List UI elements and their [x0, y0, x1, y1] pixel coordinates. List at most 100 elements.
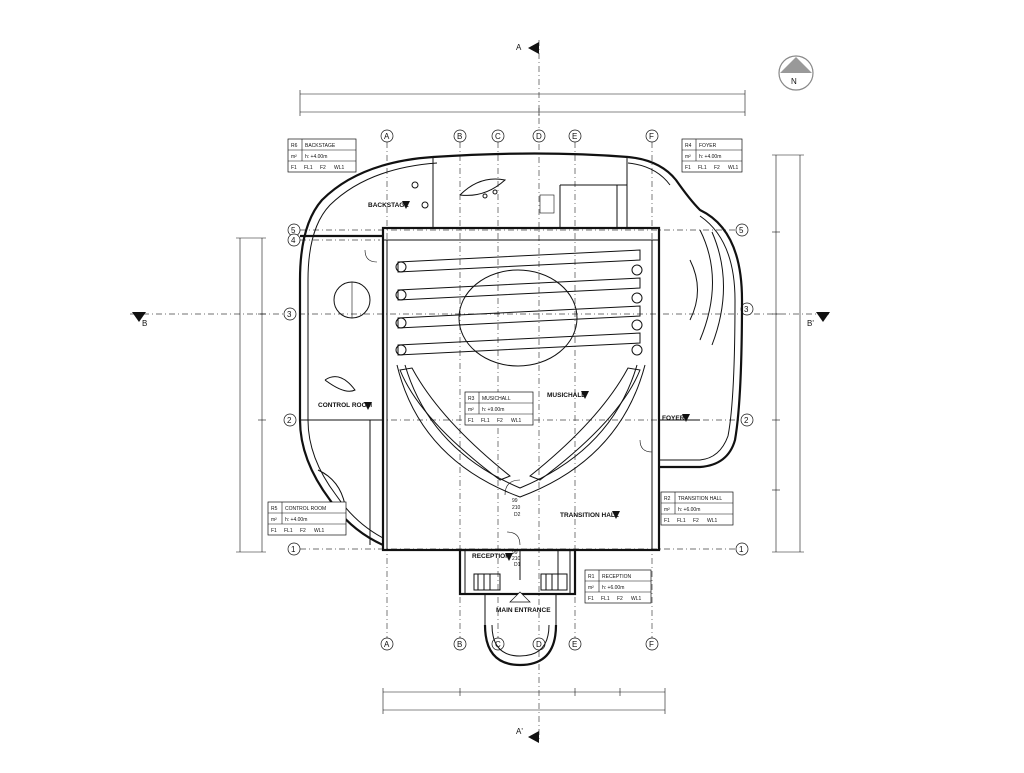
room-tag-reception: R1 RECEPTION m² h: +6.00m F1 FL1 F2 WL1	[584, 569, 652, 604]
finish-code: F2	[300, 528, 306, 534]
dimension-lines-right	[772, 154, 804, 553]
musichall-stage	[396, 269, 646, 498]
room-tag-foyer: R4 FOYER m² h: +4.00m F1 FL1 F2 WL1	[681, 138, 743, 173]
plan-label-musichall: MUSICHALL	[547, 392, 585, 399]
grid-row-5-left: 5	[291, 226, 296, 235]
plan-label-backstage: BACKSTAGE	[368, 202, 409, 209]
finish-code: WL1	[334, 165, 345, 171]
room-height: h: +6.00m	[678, 507, 700, 513]
grid-col-b-bottom: B	[457, 640, 462, 649]
grid-col-b-top: B	[457, 132, 462, 141]
room-code: R2	[664, 496, 671, 502]
finish-code: F2	[497, 418, 503, 424]
room-name: TRANSITION HALL	[678, 496, 722, 502]
door-tag-id: D1	[514, 562, 521, 568]
room-height: h: +6.00m	[602, 585, 624, 591]
room-height: h: +4.00m	[699, 154, 721, 160]
dimension-lines-bottom	[382, 688, 666, 714]
grid-bubbles-top: A B C D E F	[380, 129, 659, 143]
plan-label-control-room: CONTROL ROOM	[318, 402, 372, 409]
foyer-seating	[689, 229, 724, 346]
finish-code: F1	[685, 165, 691, 171]
grid-row-2-left: 2	[287, 416, 292, 425]
room-name: FOYER	[699, 143, 717, 149]
grid-col-f-bottom: F	[649, 640, 654, 649]
grid-col-e-top: E	[572, 132, 577, 141]
room-height: h: +4.00m	[285, 517, 307, 523]
room-tag-control-room: R5 CONTROL ROOM m² h: +4.00m F1 FL1 F2 W…	[267, 501, 347, 536]
dimension-lines-top	[299, 90, 746, 116]
level-marker-icon	[612, 511, 620, 519]
grid-row-4-left: 4	[291, 236, 296, 245]
grid-bubbles-left: 5 4 3 2 1	[283, 223, 301, 556]
finish-code: F2	[320, 165, 326, 171]
finish-code: F1	[588, 596, 594, 602]
level-marker-icon	[581, 391, 589, 399]
room-unit: m²	[685, 154, 691, 160]
room-unit: m²	[271, 517, 277, 523]
north-label: N	[791, 77, 797, 86]
seating-tiers	[395, 249, 643, 356]
section-arrow-b-right	[816, 312, 830, 322]
room-unit: m²	[588, 585, 594, 591]
door-tag-number: 99	[512, 550, 518, 556]
control-room-features	[317, 281, 371, 545]
room-tag-musichall: R3 MUSICHALL m² h: +9.00m F1 FL1 F2 WL1	[464, 391, 534, 426]
finish-code: F1	[291, 165, 297, 171]
door-swings	[364, 249, 653, 546]
room-code: R4	[685, 143, 692, 149]
section-arrow-a-top	[528, 42, 539, 54]
plan-label-foyer: FOYER	[662, 415, 685, 422]
room-code: R3	[468, 396, 475, 402]
finish-code: FL1	[677, 518, 686, 524]
finish-code: FL1	[284, 528, 293, 534]
finish-code: F1	[664, 518, 670, 524]
room-name: RECEPTION	[602, 574, 632, 580]
room-tag-transition-hall: R2 TRANSITION HALL m² h: +6.00m F1 FL1 F…	[660, 491, 734, 526]
grid-col-e-bottom: E	[572, 640, 577, 649]
finish-code: F2	[617, 596, 623, 602]
room-code: R1	[588, 574, 595, 580]
grid-col-f-top: F	[649, 132, 654, 141]
door-tag-height: 210	[512, 505, 521, 511]
north-arrow-icon: N	[778, 55, 814, 91]
room-name: CONTROL ROOM	[285, 506, 326, 512]
section-mark-b-right: B'	[807, 319, 814, 328]
room-height: h: +9.00m	[482, 407, 504, 413]
finish-code: FL1	[481, 418, 490, 424]
room-code: R6	[291, 143, 298, 149]
grid-bubbles-right: 5 3 2 1	[735, 223, 754, 556]
section-mark-a-top: A	[516, 43, 522, 52]
plan-label-main-entrance: MAIN ENTRANCE	[496, 607, 551, 614]
grid-bubbles-bottom: A B C D E F	[380, 637, 659, 651]
room-unit: m²	[664, 507, 670, 513]
room-unit: m²	[291, 154, 297, 160]
grid-row-1-right: 1	[739, 545, 744, 554]
room-code: R5	[271, 506, 278, 512]
grid-col-d-bottom: D	[536, 640, 542, 649]
finish-code: FL1	[698, 165, 707, 171]
finish-code: F1	[271, 528, 277, 534]
finish-code: F2	[714, 165, 720, 171]
level-marker-icon	[505, 553, 513, 561]
room-name: MUSICHALL	[482, 396, 511, 402]
room-height: h: +4.00m	[305, 154, 327, 160]
grid-row-5-right: 5	[739, 226, 744, 235]
grid-col-c-bottom: C	[495, 640, 501, 649]
level-marker-icon	[682, 414, 690, 422]
grid-row-3-right: 3	[744, 305, 749, 314]
room-unit: m²	[468, 407, 474, 413]
door-tag-height: 210	[512, 556, 521, 562]
section-mark-a-bottom: A'	[516, 727, 523, 736]
finish-code: FL1	[304, 165, 313, 171]
finish-code: F1	[468, 418, 474, 424]
plan-label-reception: RECEPTION	[472, 553, 510, 560]
finish-code: FL1	[601, 596, 610, 602]
grid-col-a-top: A	[384, 132, 390, 141]
section-arrow-a-bottom	[528, 731, 539, 743]
grid-col-c-top: C	[495, 132, 501, 141]
finish-code: WL1	[314, 528, 325, 534]
grid-row-3-left: 3	[287, 310, 292, 319]
grid-col-d-top: D	[536, 132, 542, 141]
backstage-features	[411, 178, 555, 214]
